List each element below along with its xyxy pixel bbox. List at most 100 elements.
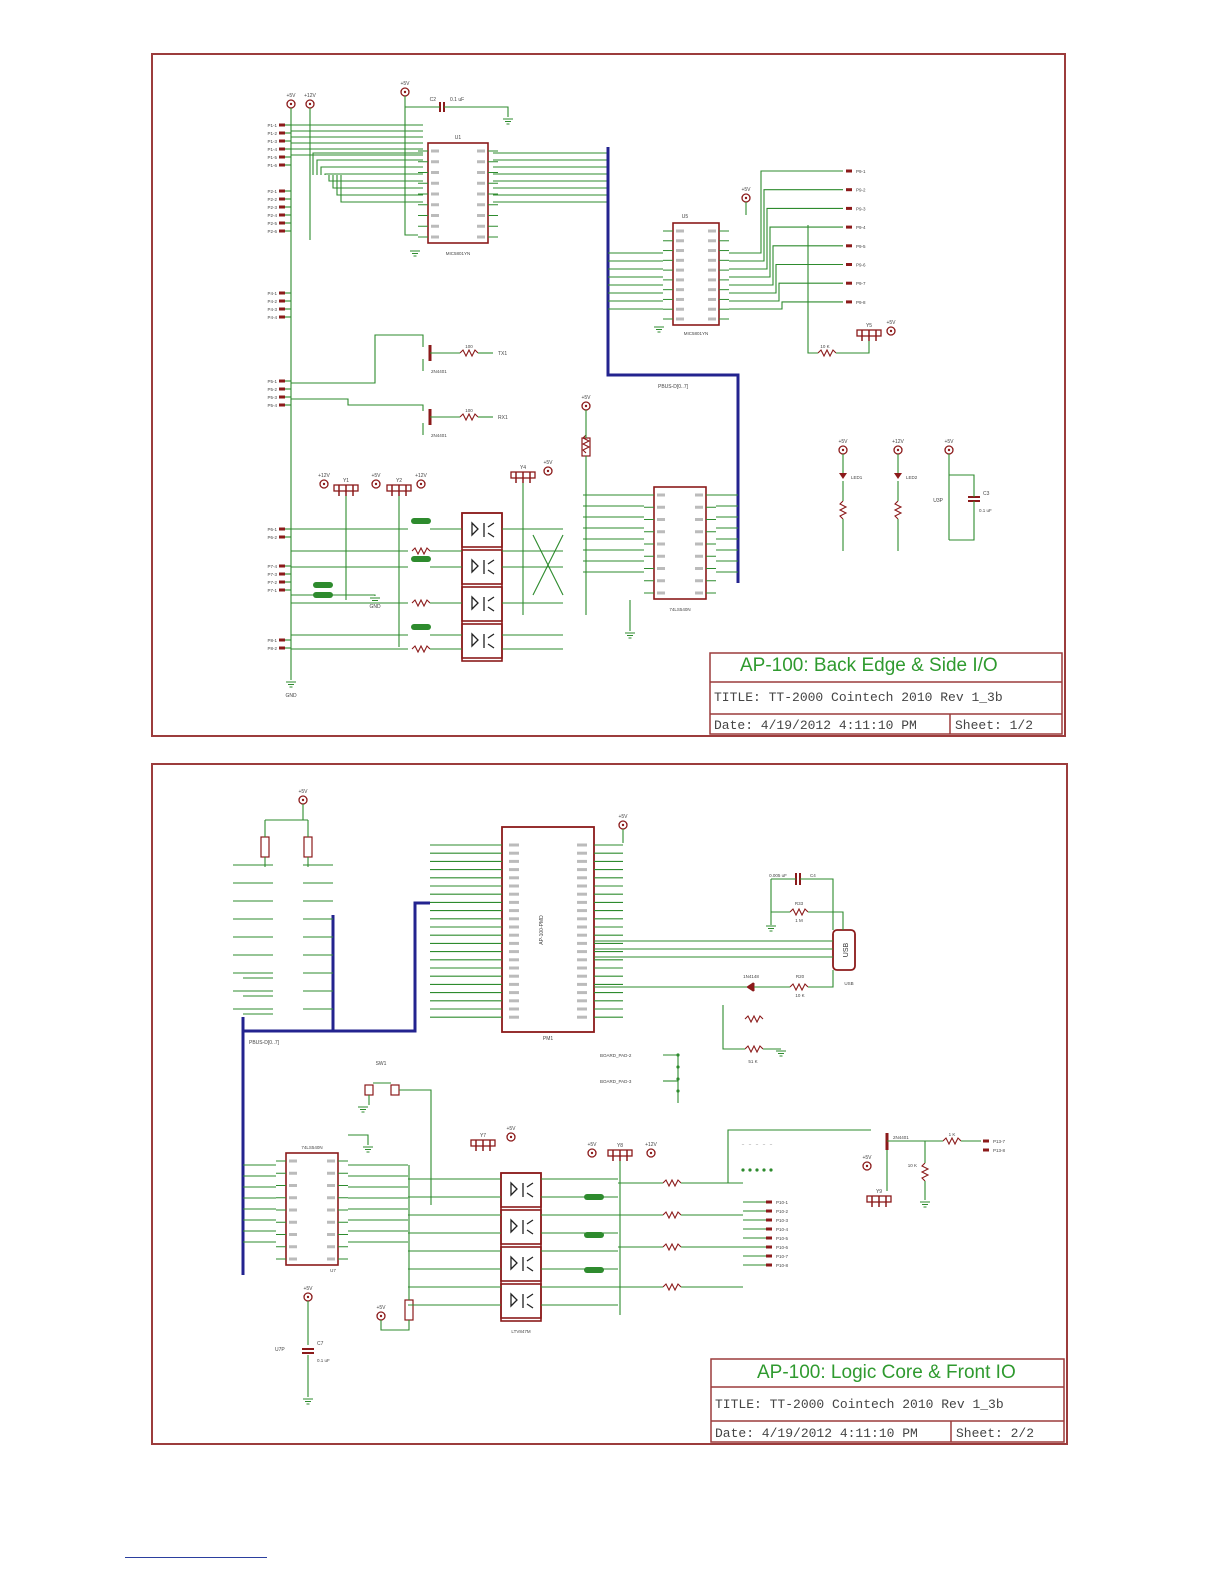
pin-label-mark xyxy=(577,933,587,937)
ground-symbol xyxy=(286,681,296,688)
opto-glyph xyxy=(471,595,495,612)
power-rail-symbol xyxy=(862,1161,872,1171)
wire xyxy=(312,152,423,175)
opto-glyph xyxy=(510,1292,534,1309)
c4-label: C4 xyxy=(810,873,816,878)
wire xyxy=(949,501,975,541)
connector-label: P2-3 xyxy=(267,205,277,210)
pin-label-mark xyxy=(577,843,587,847)
connector-label: P7-4 xyxy=(267,564,277,569)
pin-label-mark xyxy=(431,181,439,185)
wire xyxy=(380,1320,410,1331)
pin-label-mark xyxy=(577,851,587,855)
pin-label-mark xyxy=(695,567,703,570)
pin-label-mark xyxy=(708,297,716,301)
resistor xyxy=(662,1178,682,1188)
connector-pin xyxy=(279,299,285,303)
power-rail-label: +5V xyxy=(618,814,628,820)
connector-pin xyxy=(279,307,285,311)
pin-label-mark xyxy=(577,892,587,896)
wire xyxy=(340,175,423,203)
sheet-title: AP-100: Logic Core & Front IO xyxy=(757,1362,1016,1383)
pin-label-mark xyxy=(327,1184,335,1187)
connector-label: P6-2 xyxy=(267,535,277,540)
pin-label-mark xyxy=(327,1159,335,1163)
connector-label: P1-2 xyxy=(267,131,277,136)
connector-pin xyxy=(279,395,285,399)
pin-label-mark xyxy=(509,843,519,847)
pin-label-mark xyxy=(577,941,587,945)
sw1-label: SW1 xyxy=(376,1061,387,1067)
pin-label-mark xyxy=(695,542,703,546)
resistor xyxy=(662,1242,682,1252)
pin-label-mark xyxy=(289,1208,297,1212)
resistor-value: 51 K xyxy=(748,1059,757,1064)
footnote-rule xyxy=(125,1557,267,1558)
connector-label: P1-4 xyxy=(267,147,277,152)
connector-pin xyxy=(279,638,285,642)
pin-label-mark xyxy=(431,214,439,217)
pin-label-mark xyxy=(657,530,665,534)
c3-value: 0.1 uF xyxy=(979,508,992,513)
title-line: TITLE: TT-2000 Cointech 2010 Rev 1_3b xyxy=(715,1397,1004,1412)
connector-label: P6-1 xyxy=(267,527,277,532)
title-block-frame-1 xyxy=(709,652,1063,735)
pin-label-mark xyxy=(695,493,703,497)
resistor xyxy=(920,1162,930,1182)
resistor xyxy=(744,1044,764,1054)
pin-label-mark xyxy=(477,149,485,153)
power-rail-dot xyxy=(306,1295,310,1299)
u1-chip xyxy=(427,142,489,244)
jumper-pad xyxy=(584,1232,604,1238)
power-rail-symbol xyxy=(371,479,381,489)
pin-label-mark xyxy=(289,1245,297,1249)
connector-pin xyxy=(279,646,285,650)
power-rail-dot xyxy=(546,469,550,473)
pin-label-mark xyxy=(708,288,716,292)
pin-label-mark xyxy=(477,235,485,239)
led-symbol xyxy=(894,473,902,479)
pin-label-mark xyxy=(431,171,439,174)
wire xyxy=(291,398,424,411)
pin-label-mark xyxy=(708,317,716,321)
connector-label: P1-3 xyxy=(267,139,277,144)
power-rail-dot xyxy=(896,448,900,452)
pin-label-mark xyxy=(327,1208,335,1212)
pin-label-mark xyxy=(477,160,485,164)
resistor xyxy=(459,412,479,422)
pin-label-mark xyxy=(577,909,587,913)
pin-label-mark xyxy=(477,171,485,174)
power-rail-label: +12V xyxy=(304,93,316,99)
wire xyxy=(291,334,424,384)
jumper-pad xyxy=(584,1267,604,1273)
pin-label-mark xyxy=(431,203,439,207)
connector-label: P8-1 xyxy=(267,638,277,643)
pin-label-mark xyxy=(577,974,587,978)
r33-value: 1 M xyxy=(795,918,803,923)
power-rail-label: +12V xyxy=(318,473,330,479)
wire xyxy=(320,166,423,175)
power-rail-label: +12V xyxy=(892,439,904,445)
pin-label-mark xyxy=(509,892,519,896)
pin-label-mark xyxy=(431,149,439,153)
pin-label-mark xyxy=(477,192,485,196)
pin-label-mark xyxy=(676,229,684,233)
pin-label-mark xyxy=(509,999,519,1003)
ground-symbol xyxy=(358,1106,368,1113)
pin-label-mark xyxy=(477,224,485,228)
r33-label: R33 xyxy=(795,901,804,906)
junction-dot xyxy=(676,1065,680,1069)
c7-label: C7 xyxy=(317,1341,324,1347)
connector-pin xyxy=(846,281,852,285)
jumper-pad xyxy=(584,1194,604,1200)
header-label: Y4 xyxy=(520,465,526,471)
pin-label-mark xyxy=(431,160,439,164)
connector-label: P9-3 xyxy=(856,206,866,211)
connector-pin xyxy=(279,527,285,531)
wire xyxy=(949,474,975,497)
connector-label: P1-5 xyxy=(267,155,277,160)
power-rail-label: +5V xyxy=(543,460,553,466)
title-line: TITLE: TT-2000 Cointech 2010 Rev 1_3b xyxy=(714,690,1003,705)
connector-pin xyxy=(279,221,285,225)
connector-pin xyxy=(279,213,285,217)
